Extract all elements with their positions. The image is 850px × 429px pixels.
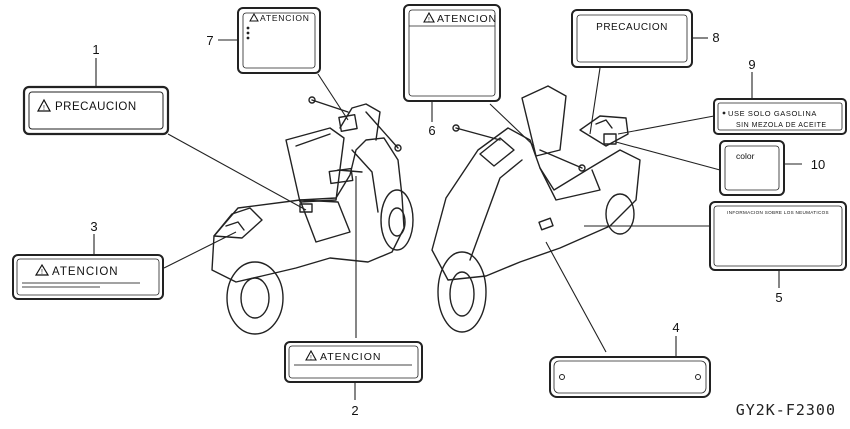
diagram-code: GY2K-F2300 — [736, 401, 836, 419]
callout-8: 8 — [712, 30, 719, 45]
label-6: ! ATENCION — [403, 4, 501, 102]
label-9-line2: SIN MEZOLA DE ACEITE — [736, 122, 827, 129]
svg-text:!: ! — [428, 18, 430, 24]
warning-triangle-icon: ! — [34, 263, 50, 276]
callout-1: 1 — [92, 42, 99, 57]
label-9: USE SOLO GASOLINA SIN MEZOLA DE ACEITE — [713, 98, 847, 135]
label-7: ATENCION — [237, 7, 321, 74]
warning-triangle-icon — [249, 12, 259, 22]
svg-text:!: ! — [310, 356, 312, 362]
callout-7: 7 — [206, 33, 213, 48]
label-8: PRECAUCION — [571, 9, 693, 68]
label-1: ! PRECAUCION — [22, 85, 170, 136]
warning-triangle-icon: ! — [305, 349, 317, 362]
scooter-front-view — [431, 85, 641, 333]
warning-triangle-icon: ! — [36, 98, 52, 112]
callout-5: 5 — [775, 290, 782, 305]
callout-10: 10 — [811, 157, 825, 172]
label-10-text: color — [736, 151, 755, 161]
scooter-rear-view — [211, 96, 414, 335]
label-6-text: ATENCION — [437, 13, 497, 25]
label-1-text: PRECAUCION — [55, 101, 137, 113]
label-5-text: INFORMACION SOBRE LOS NEUMATICOS — [727, 210, 829, 215]
label-9-line1: USE SOLO GASOLINA — [728, 109, 817, 118]
svg-text:!: ! — [43, 105, 45, 112]
label-3-text: ATENCION — [52, 266, 119, 278]
label-8-text: PRECAUCION — [596, 22, 668, 33]
label-5: INFORMACION SOBRE LOS NEUMATICOS — [709, 201, 847, 271]
label-4 — [549, 356, 711, 398]
label-3: ! ATENCION — [12, 254, 164, 300]
label-2: ! ATENCION — [284, 341, 423, 383]
leader-lines — [93, 37, 802, 400]
warning-triangle-icon: ! — [423, 11, 435, 24]
callout-4: 4 — [672, 320, 679, 335]
label-7-text: ATENCION — [260, 13, 310, 23]
callout-3: 3 — [90, 219, 97, 234]
callout-6: 6 — [428, 123, 435, 138]
callout-2: 2 — [351, 403, 358, 418]
svg-text:!: ! — [41, 269, 43, 276]
label-10: color — [719, 140, 785, 196]
callout-9: 9 — [748, 57, 755, 72]
label-2-text: ATENCION — [320, 351, 381, 363]
